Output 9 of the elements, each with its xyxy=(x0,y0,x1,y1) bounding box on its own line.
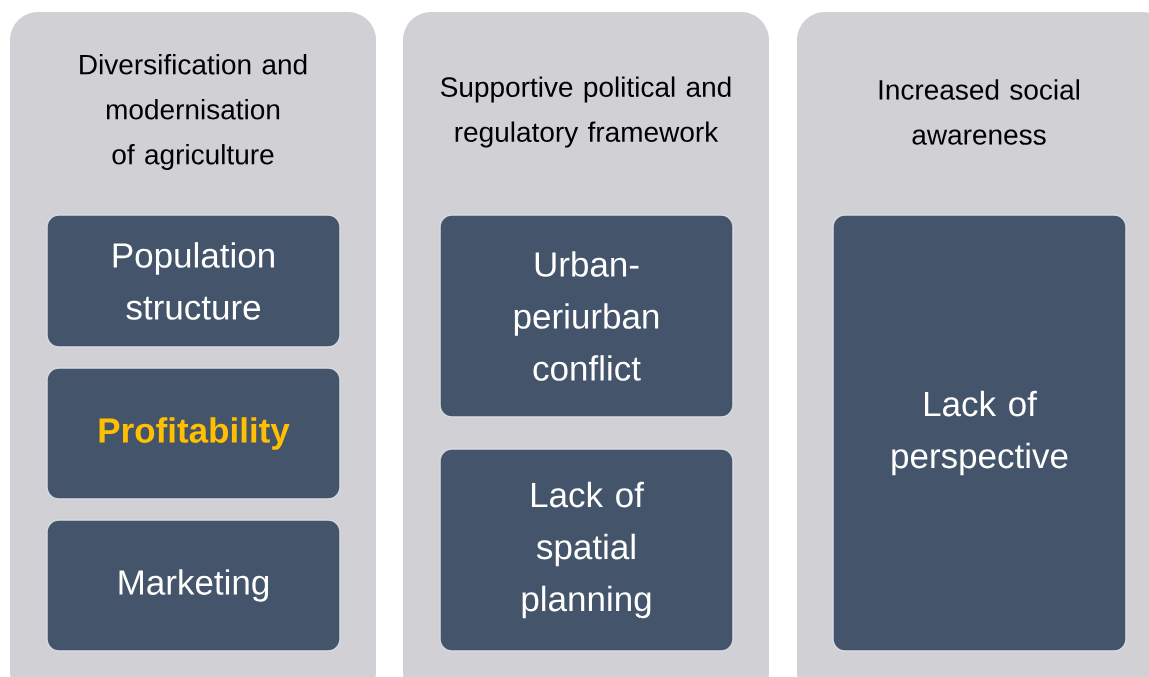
text-box: Marketing xyxy=(46,519,341,652)
panel-heading: Increased social awareness xyxy=(879,79,1080,145)
text-box: Urban-periurban conflict xyxy=(439,214,734,418)
panel-heading: Diversification and modernisation of agriculture xyxy=(80,53,307,171)
text-box: Profitability xyxy=(46,367,341,500)
text-box: Lack of spatial planning xyxy=(439,448,734,652)
text-box: Population structure xyxy=(46,214,341,348)
text-box: Lack of perspective xyxy=(832,214,1127,652)
panel-heading: Supportive political and regulatory framework xyxy=(440,76,731,148)
